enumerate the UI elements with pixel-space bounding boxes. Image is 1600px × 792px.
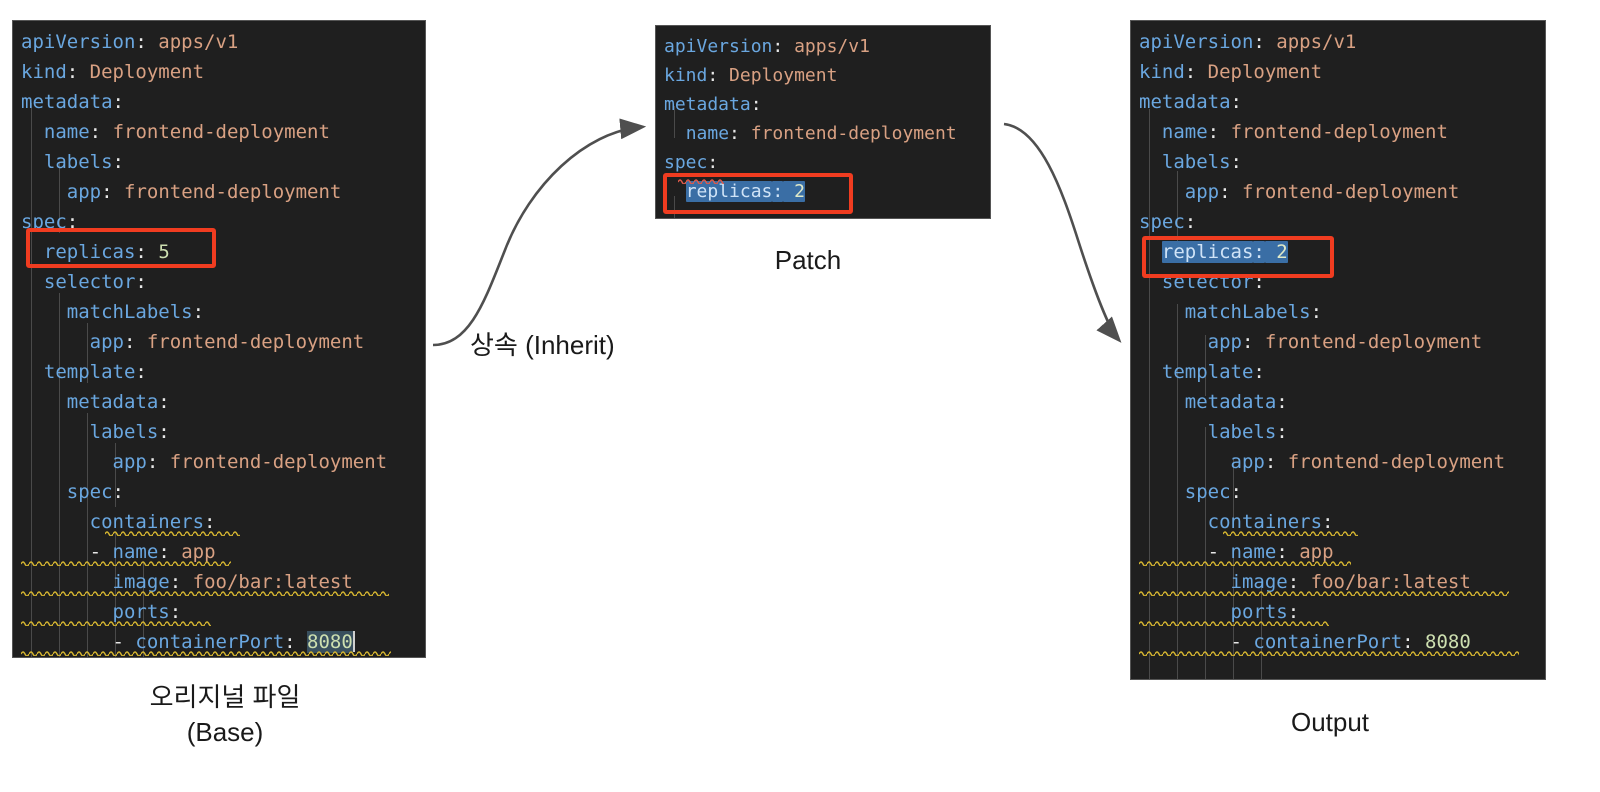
- code-line[interactable]: selector:: [1161, 271, 1265, 293]
- code-line[interactable]: app: frontend-deployment: [1207, 331, 1483, 353]
- code-line[interactable]: spec:: [1139, 211, 1197, 233]
- code-line[interactable]: name: frontend-deployment: [1161, 121, 1448, 143]
- code-line[interactable]: selector:: [43, 271, 147, 293]
- code-line[interactable]: name: frontend-deployment: [43, 121, 330, 143]
- output-caption: Output: [1290, 707, 1370, 737]
- code-line[interactable]: matchLabels:: [1184, 301, 1323, 323]
- code-line[interactable]: image: foo/bar:latest: [1131, 567, 1545, 597]
- inherit-arrow: [432, 118, 647, 347]
- code-line[interactable]: metadata:: [21, 91, 124, 113]
- apply-arrow: [1003, 122, 1122, 343]
- code-line[interactable]: kind: Deployment: [1139, 61, 1323, 83]
- base-caption: 오리지널 파일 (Base): [60, 680, 390, 750]
- code-line[interactable]: template:: [1161, 361, 1265, 383]
- code-line[interactable]: labels:: [1207, 421, 1288, 443]
- patch-caption: Patch: [774, 245, 842, 275]
- code-line[interactable]: apiVersion: apps/v1: [1139, 31, 1357, 53]
- output-editor-panel[interactable]: apiVersion: apps/v1 kind: Deployment met…: [1130, 20, 1546, 680]
- code-line[interactable]: containers:: [1131, 507, 1545, 537]
- base-caption-line1: 오리지널 파일: [149, 682, 301, 712]
- code-line[interactable]: labels:: [1161, 151, 1242, 173]
- base-code-area[interactable]: apiVersion: apps/v1 kind: Deployment met…: [13, 21, 425, 657]
- code-line[interactable]: matchLabels:: [66, 301, 205, 323]
- code-line[interactable]: metadata:: [1184, 391, 1288, 413]
- code-line-port[interactable]: - containerPort: 8080: [13, 627, 425, 657]
- code-line[interactable]: spec:: [664, 152, 719, 173]
- code-line[interactable]: app: frontend-deployment: [1184, 181, 1460, 203]
- code-line-replicas[interactable]: replicas: 2: [1161, 241, 1288, 263]
- inherit-arrow-label: 상속 (Inherit): [470, 330, 615, 360]
- code-line[interactable]: app: frontend-deployment: [66, 181, 342, 203]
- base-caption-line2: (Base): [186, 717, 264, 748]
- code-line[interactable]: ports:: [1131, 597, 1545, 627]
- output-code-area[interactable]: apiVersion: apps/v1 kind: Deployment met…: [1131, 21, 1545, 679]
- code-line[interactable]: spec:: [66, 481, 124, 503]
- code-line[interactable]: labels:: [43, 151, 124, 173]
- code-line[interactable]: spec:: [21, 211, 79, 233]
- code-line[interactable]: template:: [43, 361, 147, 383]
- code-line[interactable]: metadata:: [664, 94, 762, 115]
- text-caret: [352, 631, 355, 652]
- code-line[interactable]: ports:: [13, 597, 425, 627]
- code-line-replicas[interactable]: replicas: 5: [43, 241, 170, 263]
- code-line[interactable]: app: frontend-deployment: [1230, 451, 1506, 473]
- code-line[interactable]: kind: Deployment: [664, 65, 838, 86]
- patch-code-area[interactable]: apiVersion: apps/v1 kind: Deployment met…: [656, 26, 990, 218]
- code-line[interactable]: metadata:: [1139, 91, 1242, 113]
- code-line[interactable]: kind: Deployment: [21, 61, 205, 83]
- code-line[interactable]: app: frontend-deployment: [112, 451, 388, 473]
- code-line[interactable]: containers:: [13, 507, 425, 537]
- base-editor-panel[interactable]: apiVersion: apps/v1 kind: Deployment met…: [12, 20, 426, 658]
- code-line[interactable]: apiVersion: apps/v1: [664, 36, 870, 57]
- code-line[interactable]: app: frontend-deployment: [89, 331, 365, 353]
- code-line[interactable]: spec:: [1184, 481, 1242, 503]
- code-line[interactable]: image: foo/bar:latest: [13, 567, 425, 597]
- code-line-replicas[interactable]: replicas: 2: [656, 177, 990, 206]
- code-line[interactable]: - name: app: [1131, 537, 1545, 567]
- code-line-port[interactable]: - containerPort: 8080: [1131, 627, 1545, 657]
- code-line[interactable]: name: frontend-deployment: [685, 123, 957, 144]
- code-line[interactable]: labels:: [89, 421, 170, 443]
- patch-editor-panel[interactable]: apiVersion: apps/v1 kind: Deployment met…: [655, 25, 991, 219]
- code-line[interactable]: apiVersion: apps/v1: [21, 31, 239, 53]
- code-line[interactable]: - name: app: [13, 537, 425, 567]
- code-line[interactable]: metadata:: [66, 391, 170, 413]
